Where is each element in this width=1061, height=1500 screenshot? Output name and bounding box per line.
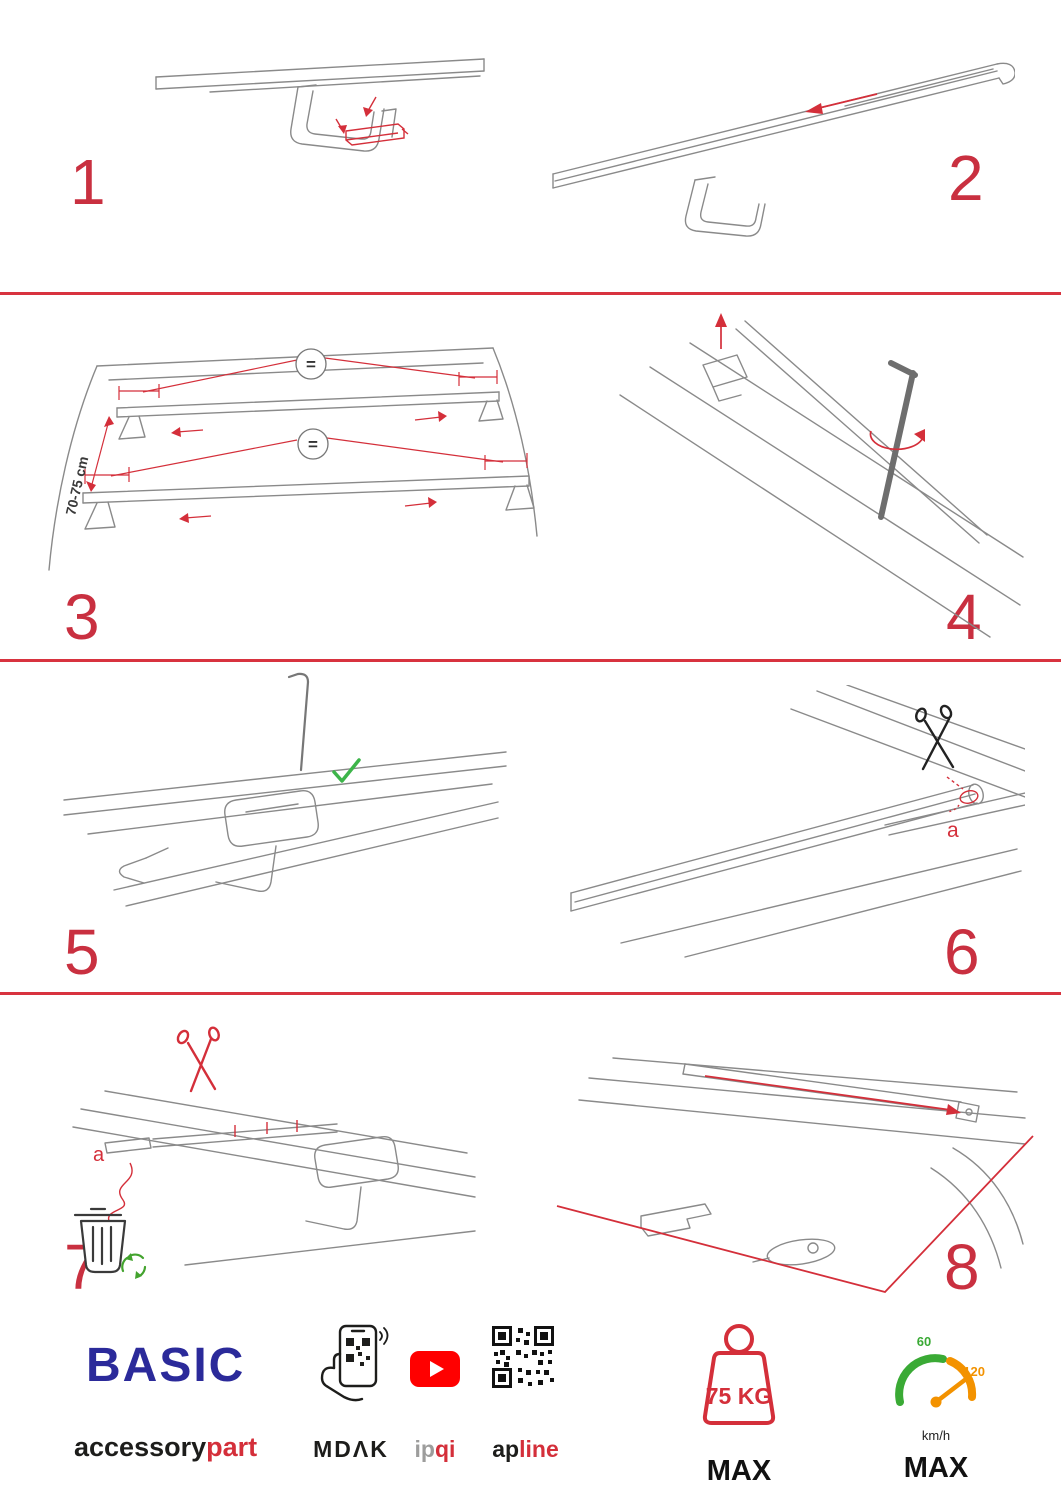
- insert-arrows: [338, 107, 373, 134]
- dimension-arrowheads: [86, 411, 447, 523]
- qr-code-icon: [492, 1326, 554, 1388]
- recycle-icon: [121, 1253, 147, 1279]
- step-number-2: 2: [948, 142, 984, 214]
- step-number-6: 6: [944, 916, 980, 988]
- step-number-1: 1: [70, 146, 106, 218]
- apline-black: ap: [492, 1436, 520, 1462]
- bar-arrow-head: [946, 1104, 961, 1115]
- check-icon: [332, 758, 361, 783]
- speed-high-label: 120: [963, 1364, 985, 1379]
- phone-scan-icon: [320, 1324, 389, 1402]
- max-load-value: 75 KG: [706, 1383, 772, 1409]
- cut-part-label: a: [947, 819, 959, 842]
- speedometer-icon: 60 120: [895, 1334, 985, 1408]
- fitting-zone-red: [556, 1075, 1034, 1294]
- step7-illustration: a: [72, 1026, 476, 1279]
- discard-part-label: a: [93, 1144, 105, 1166]
- step4-illustration: [619, 313, 1024, 638]
- step2-illustration: [552, 62, 1015, 237]
- apline-red: line: [519, 1436, 559, 1462]
- tighten-arrows: [720, 319, 924, 451]
- step3-illustration: = = 70-75 cm: [48, 347, 538, 571]
- rubber-pad-red: [335, 96, 409, 146]
- step-number-8: 8: [944, 1231, 980, 1303]
- step-number-4: 4: [946, 581, 982, 653]
- logo-sub-red: part: [206, 1432, 258, 1462]
- equal-symbol-bottom: =: [308, 435, 318, 454]
- step8-illustration: [556, 1057, 1034, 1294]
- scissors-icon: [915, 704, 955, 771]
- brand-logo-basic: BASIC: [86, 1339, 246, 1392]
- brand-mdak: MDΛK: [313, 1436, 389, 1462]
- cut-ticks-red: [108, 1120, 298, 1222]
- max-load-icon: 75 KG: [702, 1324, 776, 1425]
- ipqi-red: qi: [435, 1436, 456, 1462]
- slide-arrow-head: [805, 103, 823, 114]
- trash-icon: [73, 1207, 127, 1274]
- step6-illustration: a: [570, 685, 1025, 958]
- step5-illustration: [63, 672, 507, 907]
- step-number-3: 3: [64, 581, 100, 653]
- speed-low-label: 60: [917, 1334, 931, 1349]
- logo-sub-black: accessory: [74, 1432, 207, 1462]
- youtube-icon: [410, 1351, 460, 1387]
- max-speed-label: MAX: [903, 1452, 969, 1484]
- dimension-lines-red: [84, 357, 528, 519]
- step1-illustration: [155, 58, 485, 152]
- locking-pin: [287, 672, 310, 772]
- ipqi-gray: ip: [414, 1436, 435, 1462]
- section-divider-2: [0, 659, 1061, 662]
- equal-spacing-badges: = =: [295, 348, 329, 460]
- speed-unit-label: km/h: [921, 1428, 951, 1443]
- equal-symbol-top: =: [306, 355, 316, 374]
- allen-key-icon: [878, 360, 918, 520]
- section-divider-1: [0, 292, 1061, 295]
- brand-apline: apline: [478, 1436, 573, 1463]
- max-load-label: MAX: [706, 1455, 772, 1487]
- cut-marks-red: [946, 776, 979, 813]
- slide-arrow: [818, 93, 878, 109]
- brand-logo-accessorypart: accessorypart: [74, 1432, 257, 1463]
- step-number-5: 5: [64, 916, 100, 988]
- scissors-red-icon: [176, 1026, 220, 1093]
- section-divider-3: [0, 992, 1061, 995]
- brand-ipqi: ipqi: [400, 1436, 470, 1463]
